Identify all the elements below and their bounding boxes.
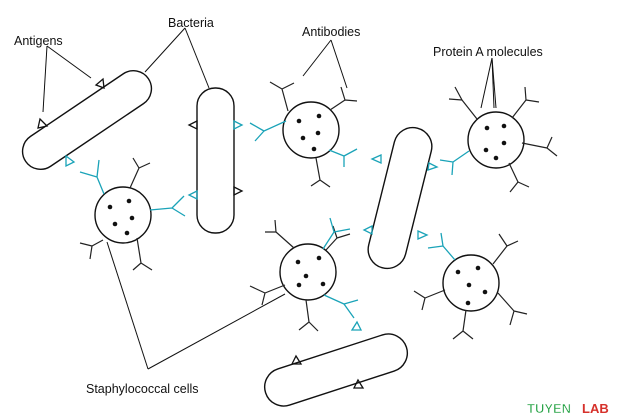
pointer-lines [42, 27, 497, 370]
antigen-triangle [290, 354, 303, 365]
watermark-logo: TUYEN LAB [527, 401, 609, 417]
staph-cell-1 [94, 186, 152, 244]
antigen-triangle [350, 320, 363, 331]
antigen-triangle [187, 189, 198, 201]
bacterium-2 [196, 87, 235, 234]
antigen-triangle [370, 153, 382, 165]
watermark-part1: TUYEN [527, 401, 571, 416]
staph-cells-label: Staphylococcal cells [86, 382, 199, 396]
antigen-triangle [233, 185, 244, 197]
bacterium-4 [263, 333, 409, 407]
antigens-label: Antigens [14, 34, 63, 48]
antigen-triangle [417, 229, 429, 241]
watermark-part2: LAB [582, 401, 609, 416]
antigen-triangle [352, 378, 365, 389]
antibody-group [79, 120, 470, 319]
antigen-triangle [233, 119, 244, 131]
bacterium-3 [367, 126, 433, 270]
protein-a-label: Protein A molecules [433, 45, 543, 59]
antigen-triangle [187, 119, 198, 131]
staph-cell-5 [442, 254, 500, 312]
staph-cell-3 [467, 111, 525, 169]
staph-cell-2 [282, 101, 340, 159]
antigen-triangle [65, 154, 76, 168]
staph-cell-4 [279, 243, 337, 301]
protein-a-group [79, 81, 558, 340]
antigen-triangle [37, 117, 49, 129]
antigen-group [37, 77, 439, 389]
antigen-triangle [94, 77, 105, 89]
antigen-triangle [427, 162, 439, 171]
bacteria-label: Bacteria [168, 16, 214, 30]
antibodies-label: Antibodies [302, 25, 360, 39]
bacterium-1 [21, 69, 153, 171]
antigen-triangle [362, 224, 373, 236]
